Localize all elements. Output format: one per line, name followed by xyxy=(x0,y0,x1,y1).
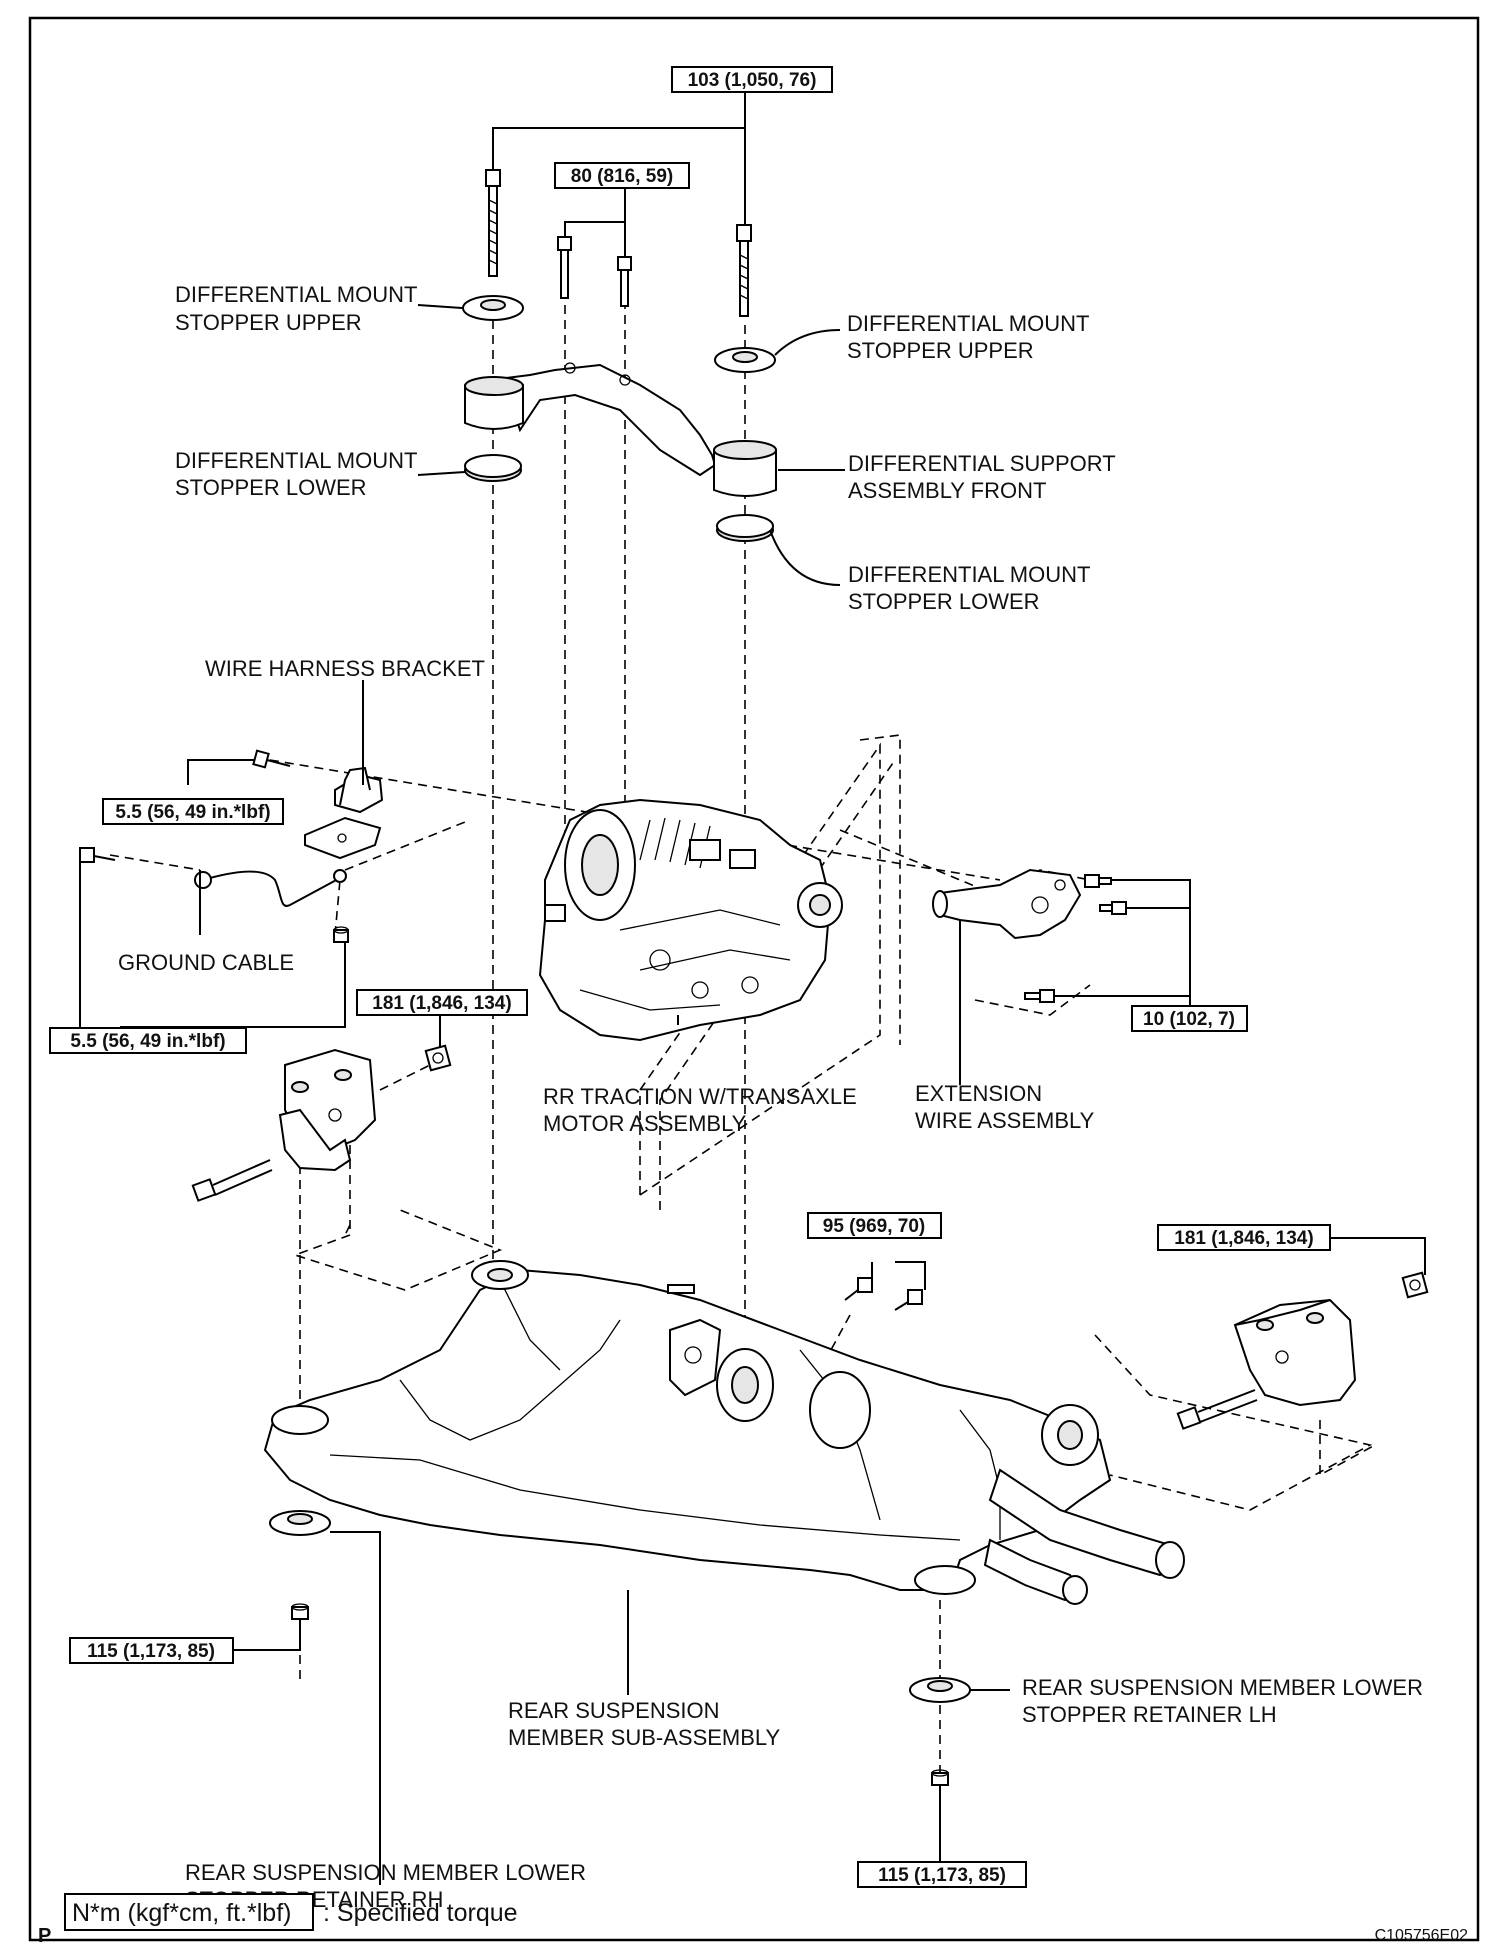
label-wire-harness-bracket: WIRE HARNESS BRACKET xyxy=(205,656,485,681)
differential-support-front xyxy=(464,362,777,497)
label-stopper-upper-left: DIFFERENTIAL MOUNT STOPPER UPPER xyxy=(175,282,423,335)
torque-181-left: 181 (1,846, 134) xyxy=(356,989,528,1016)
figure-code: C105756E02 xyxy=(1375,1927,1469,1944)
rear-suspension-member xyxy=(263,1260,1185,1605)
torque-181-right: 181 (1,846, 134) xyxy=(1157,1224,1331,1251)
legend: N*m (kgf*cm, ft.*lbf) : Specified torque xyxy=(64,1893,518,1931)
legend-unit: N*m (kgf*cm, ft.*lbf) xyxy=(72,1899,291,1927)
torque-10-text: 10 (102, 7) xyxy=(1143,1009,1235,1030)
torque-115-left: 115 (1,173, 85) xyxy=(69,1637,234,1664)
torque-5-5-bottom: 5.5 (56, 49 in.*lbf) xyxy=(49,1027,247,1054)
label-retainer-rh: REAR SUSPENSION MEMBER LOWER STOPPER RET… xyxy=(185,1860,592,1912)
torque-115-right: 115 (1,173, 85) xyxy=(857,1861,1027,1888)
torque-115-left-text: 115 (1,173, 85) xyxy=(87,1641,215,1662)
torque-95: 95 (969, 70) xyxy=(807,1212,942,1239)
left-mount xyxy=(191,1044,452,1202)
label-support-front: DIFFERENTIAL SUPPORT ASSEMBLY FRONT xyxy=(848,451,1121,503)
torque-5-5-bottom-text: 5.5 (56, 49 in.*lbf) xyxy=(70,1031,225,1052)
corner-marker: P xyxy=(38,1925,51,1947)
label-rr-traction: RR TRACTION W/TRANSAXLE MOTOR ASSEMBLY xyxy=(543,1084,863,1136)
leader-lines xyxy=(79,92,1426,1885)
torque-181-right-text: 181 (1,846, 134) xyxy=(1174,1228,1313,1249)
legend-desc: : Specified torque xyxy=(323,1899,518,1927)
torque-5-5-top: 5.5 (56, 49 in.*lbf) xyxy=(102,798,284,825)
torque-103: 103 (1,050, 76) xyxy=(671,66,833,93)
label-stopper-lower-right: DIFFERENTIAL MOUNT STOPPER LOWER xyxy=(848,562,1096,614)
rr-traction-motor xyxy=(538,798,843,1042)
label-stopper-lower-left: DIFFERENTIAL MOUNT STOPPER LOWER xyxy=(175,448,423,500)
label-extension-wire: EXTENSION WIRE ASSEMBLY xyxy=(915,1081,1095,1133)
right-mount xyxy=(1176,1271,1429,1430)
torque-181-left-text: 181 (1,846, 134) xyxy=(372,993,511,1014)
lower-retainers xyxy=(269,1510,971,1786)
torque-5-5-top-text: 5.5 (56, 49 in.*lbf) xyxy=(115,802,270,823)
torque-115-right-text: 115 (1,173, 85) xyxy=(878,1865,1006,1886)
torque-10: 10 (102, 7) xyxy=(1131,1005,1248,1032)
bolts-95 xyxy=(844,1277,923,1311)
label-stopper-upper-right: DIFFERENTIAL MOUNT STOPPER UPPER xyxy=(847,311,1095,363)
stoppers xyxy=(462,295,776,542)
extension-wire-assembly xyxy=(932,868,1127,1003)
page-frame xyxy=(28,16,1480,1942)
label-ground-cable: GROUND CABLE xyxy=(118,950,294,975)
label-retainer-lh: REAR SUSPENSION MEMBER LOWER STOPPER RET… xyxy=(1022,1675,1429,1727)
torque-80: 80 (816, 59) xyxy=(554,162,690,189)
label-rear-susp-member: REAR SUSPENSION MEMBER SUB-ASSEMBLY xyxy=(508,1698,781,1750)
torque-80-text: 80 (816, 59) xyxy=(571,166,673,187)
torque-103-text: 103 (1,050, 76) xyxy=(688,70,817,91)
top-bolts xyxy=(485,169,752,317)
torque-95-text: 95 (969, 70) xyxy=(823,1216,925,1237)
